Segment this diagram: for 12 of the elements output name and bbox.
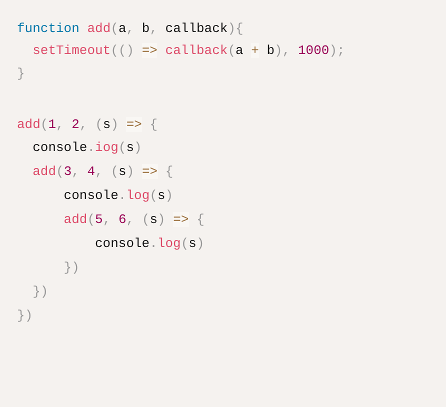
code-line: add(5, 6, (s) => {: [64, 211, 204, 229]
code-line: add(1, 2, (s) => {: [17, 116, 158, 134]
code-line: add(3, 4, (s) => {: [32, 163, 174, 181]
code-line: }): [17, 307, 33, 325]
code-line: console.log(s): [95, 235, 204, 253]
code-line: }): [64, 259, 80, 277]
code-line: setTimeout(() => callback(a + b), 1000);: [32, 42, 345, 60]
code-line: }: [17, 65, 25, 83]
code-line: }): [32, 283, 48, 301]
code-line: console.log(s): [64, 187, 174, 205]
code-line: console.iog(s): [32, 139, 142, 157]
code-line: function add(a, b, callback){: [17, 20, 244, 38]
